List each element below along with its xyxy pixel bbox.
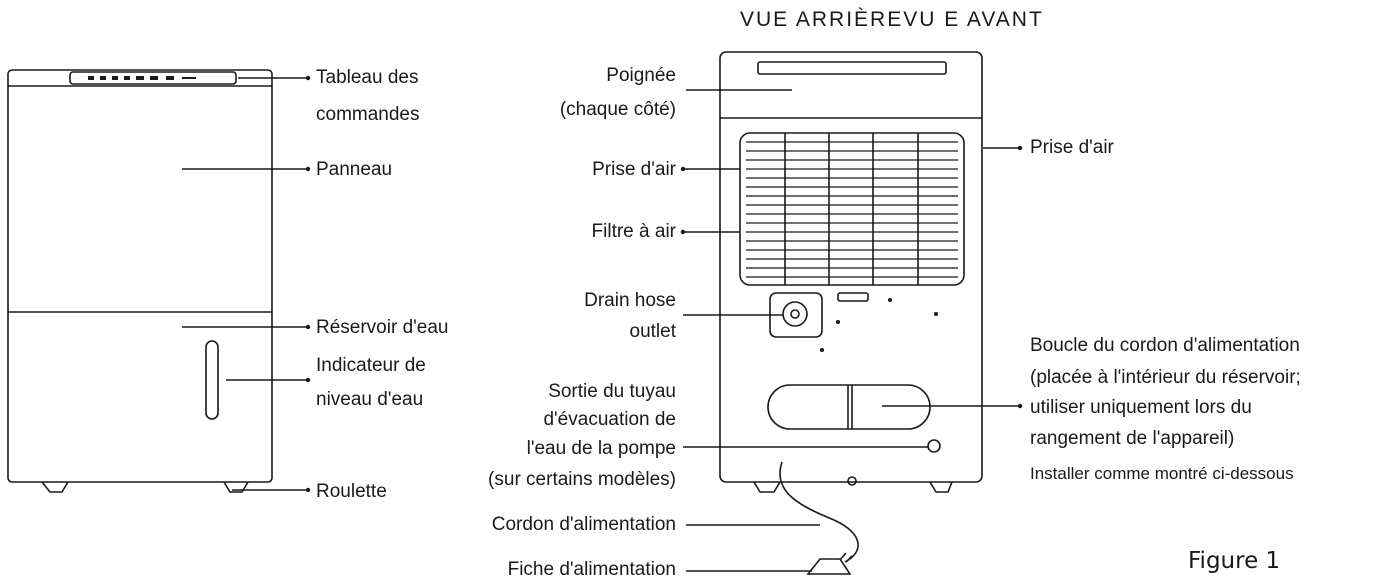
water-level-window <box>205 340 219 420</box>
label-water-level-line2: niveau d'eau <box>316 389 424 410</box>
pump-drain-outlet <box>927 439 941 453</box>
rear-unit-body <box>719 51 983 483</box>
leader-lines <box>182 77 1020 572</box>
figure-caption: Figure 1 <box>1188 548 1281 574</box>
cord-buckle <box>767 384 931 430</box>
label-handle-line1: Poignée <box>606 65 676 86</box>
label-cord-buckle-line2: (placée à l'intérieur du réservoir; <box>1030 367 1301 388</box>
label-air-intake-side: Prise d'air <box>1030 137 1114 158</box>
label-cord-buckle-line4: rangement de l'appareil) <box>1030 428 1235 449</box>
label-water-level-line1: Indicateur de <box>316 355 426 376</box>
label-cord-buckle-line1: Boucle du cordon d'alimentation <box>1030 335 1300 356</box>
power-plug-shape <box>806 558 852 575</box>
label-air-intake-rear: Prise d'air <box>592 159 676 180</box>
label-pump-drain-line1: Sortie du tuyau <box>548 381 676 402</box>
front-view-unit <box>7 69 273 493</box>
power-cord-line <box>779 461 859 563</box>
label-power-cord: Cordon d'alimentation <box>491 514 676 535</box>
label-drain-hose-line1: Drain hose <box>584 290 676 311</box>
front-right-caster <box>223 481 249 493</box>
air-intake-grille-frame <box>739 132 965 286</box>
label-water-tank: Réservoir d'eau <box>316 317 449 338</box>
front-left-caster <box>41 481 69 493</box>
label-control-panel-line1: Tableau des <box>316 67 419 88</box>
grille-slats <box>746 141 958 278</box>
label-drain-hose-line2: outlet <box>629 321 676 342</box>
control-panel-strip <box>69 71 237 85</box>
view-heading: VUE ARRIÈREVU E AVANT <box>740 8 1044 31</box>
label-control-panel-line2: commandes <box>316 104 420 125</box>
label-install-note: Installer comme montré ci-dessous <box>1030 464 1294 483</box>
label-pump-drain-line4: (sur certains modèles) <box>488 469 676 490</box>
drain-hose-outlet-knob <box>782 301 808 327</box>
label-pump-drain-line2: d'évacuation de <box>543 409 676 430</box>
label-cord-buckle-line3: utiliser uniquement lors du <box>1030 397 1252 418</box>
label-pump-drain-line3: l'eau de la pompe <box>526 438 676 459</box>
leader-dots <box>305 75 1023 493</box>
label-caster: Roulette <box>316 481 387 502</box>
rear-top-strip <box>757 61 947 75</box>
label-panel: Panneau <box>316 159 393 180</box>
label-power-plug: Fiche d'alimentation <box>507 559 676 580</box>
label-handle-line2: (chaque côté) <box>559 99 676 120</box>
rear-view-unit <box>719 51 983 575</box>
label-air-filter: Filtre à air <box>591 221 676 242</box>
control-buttons <box>88 76 196 80</box>
front-unit-body <box>7 69 273 483</box>
